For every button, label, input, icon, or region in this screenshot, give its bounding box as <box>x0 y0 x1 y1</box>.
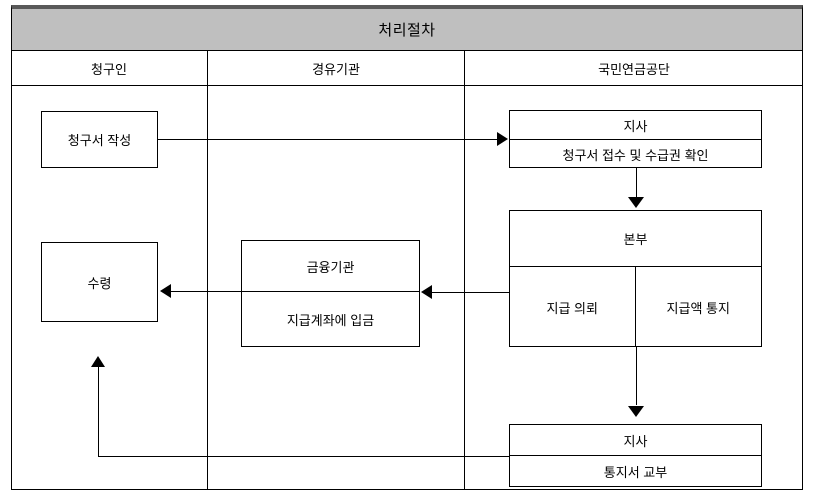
connector-line-headquarters-to-branch-issue <box>636 347 637 405</box>
node-claim-form-label: 청구서 작성 <box>67 133 132 148</box>
arrowhead-down-icon <box>628 406 644 417</box>
connector-line-claim-form-to-branch-receive <box>158 139 502 140</box>
page-title: 처리절차 <box>378 22 436 39</box>
column-header-label: 청구인 <box>91 61 127 77</box>
node-bank-body: 지급계좌에 입금 <box>286 313 375 328</box>
node-branch-receive-header: 지사 <box>510 111 761 140</box>
column-divider-1 <box>207 86 208 490</box>
node-headquarters-left-cell: 지급 의뢰 <box>510 267 636 347</box>
node-headquarters-body: 지급 의뢰 지급액 통지 <box>510 267 761 347</box>
arrowhead-up-icon <box>91 356 105 367</box>
column-header-intermediary-agency: 경유기관 <box>207 51 464 86</box>
node-headquarters-right-cell: 지급액 통지 <box>666 300 730 316</box>
node-headquarters-header: 본부 <box>510 211 761 267</box>
arrowhead-right-icon <box>497 132 508 146</box>
connector-line-headquarters-to-bank <box>432 292 510 293</box>
node-branch-issue-body: 통지서 교부 <box>603 465 668 480</box>
connector-line-bank-to-receive <box>171 291 242 292</box>
node-receive-label: 수령 <box>87 275 112 291</box>
node-branch-issue-header: 지사 <box>510 425 761 456</box>
node-receive: 수령 <box>41 242 158 322</box>
node-bank: 금융기관 지급계좌에 입금 <box>241 240 420 347</box>
connector-line-branch-issue-leftward <box>98 456 510 457</box>
node-claim-form: 청구서 작성 <box>41 111 158 168</box>
node-branch-receive: 지사 청구서 접수 및 수급권 확인 <box>509 110 762 168</box>
connector-line-branch-receive-to-headquarters <box>636 168 637 198</box>
column-header-claimant: 청구인 <box>11 51 207 86</box>
arrowhead-down-icon <box>628 197 644 208</box>
node-bank-header: 금융기관 <box>242 241 419 292</box>
column-header-label: 경유기관 <box>312 61 360 77</box>
node-branch-issue: 지사 통지서 교부 <box>509 424 762 487</box>
column-divider-2 <box>464 86 465 490</box>
node-branch-receive-body: 청구서 접수 및 수급권 확인 <box>562 147 709 163</box>
arrowhead-left-icon <box>421 285 432 299</box>
column-header-national-pension-service: 국민연금공단 <box>464 51 803 86</box>
arrowhead-left-icon <box>160 284 171 298</box>
column-header-label: 국민연금공단 <box>598 61 670 77</box>
diagram-title-bar: 처리절차 <box>11 5 803 51</box>
connector-line-branch-issue-to-receive <box>98 367 99 457</box>
node-headquarters: 본부 지급 의뢰 지급액 통지 <box>509 210 762 347</box>
